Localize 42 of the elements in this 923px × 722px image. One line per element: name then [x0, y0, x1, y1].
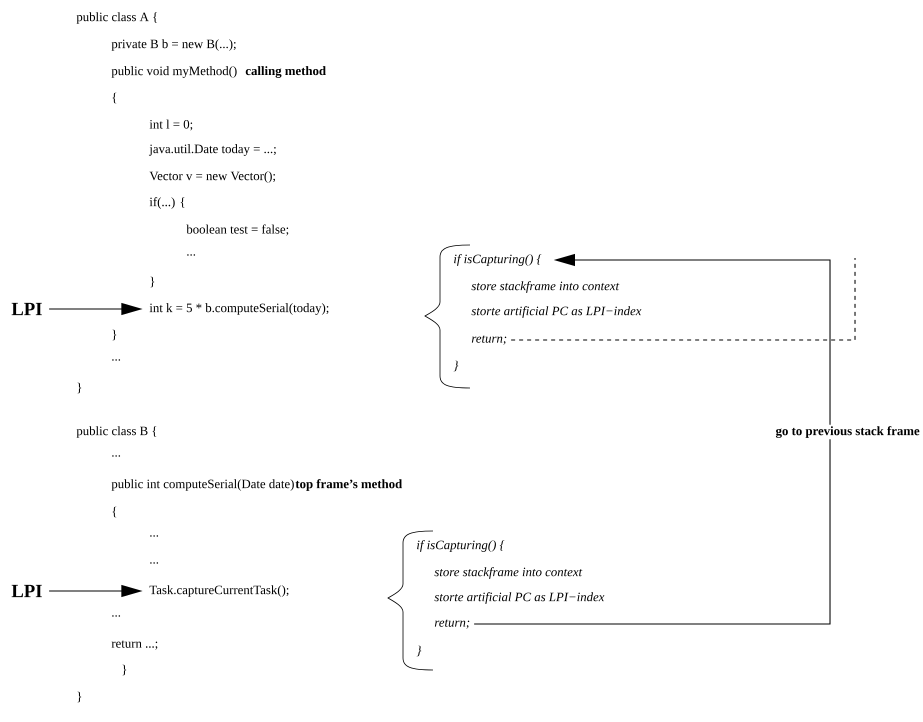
annotation: calling method — [246, 66, 326, 78]
code-line: Vector v = new Vector(); — [149, 171, 275, 183]
code-line: ... — [150, 535, 158, 537]
code-line: { — [112, 92, 116, 104]
code-line: ... — [112, 455, 120, 457]
code-line: ... — [112, 359, 120, 361]
code-line: boolean test = false; — [186, 224, 288, 236]
code-line: int k = 5 * b.computeSerial(today); — [150, 303, 328, 315]
pseudocode-line: storte artificial PC as LPI−index — [472, 306, 642, 318]
code-line: ... — [112, 615, 120, 617]
annotation: top frame’s method — [296, 479, 402, 491]
code-line: Task.captureCurrentTask(); — [150, 585, 288, 597]
code-line: if(...) { — [150, 197, 185, 209]
code-line: int l = 0; — [150, 120, 192, 130]
pseudocode-line: storte artificial PC as LPI−index — [434, 592, 604, 604]
code-line: public int computeSerial(Date date) — [112, 479, 294, 491]
pseudocode-line: } — [416, 646, 422, 656]
lpi-label: LPI — [12, 584, 42, 598]
code-line: java.util.Date today = ...; — [148, 144, 276, 156]
code-line: ... — [150, 562, 158, 564]
pseudocode-line: if isCapturing() { — [417, 540, 505, 552]
code-line: public class B { — [76, 426, 156, 438]
edge-label: go to previous stack frame — [776, 426, 920, 438]
pseudocode-line: if isCapturing() { — [454, 254, 542, 266]
code-line: } — [112, 330, 116, 340]
pseudocode-line: store stackframe into context — [434, 567, 582, 579]
lpi-label: LPI — [12, 302, 42, 316]
code-line: } — [78, 382, 82, 394]
code-line: } — [122, 664, 126, 676]
pseudocode-line: return; — [472, 335, 506, 345]
pseudocode-line: return; — [434, 619, 470, 629]
code-line: { — [112, 506, 116, 518]
connector — [511, 258, 856, 341]
code-line: ... — [187, 254, 196, 256]
code-line: } — [150, 276, 154, 288]
code-line: private B b = new B(...); — [112, 39, 236, 51]
pseudocode-line: } — [454, 360, 458, 372]
pseudocode-line: store stackframe into context — [472, 281, 620, 293]
code-line: return ...; — [112, 640, 158, 650]
code-line: } — [78, 692, 82, 702]
code-line: public class A { — [76, 12, 158, 24]
code-line: public void myMethod() — [112, 66, 237, 78]
